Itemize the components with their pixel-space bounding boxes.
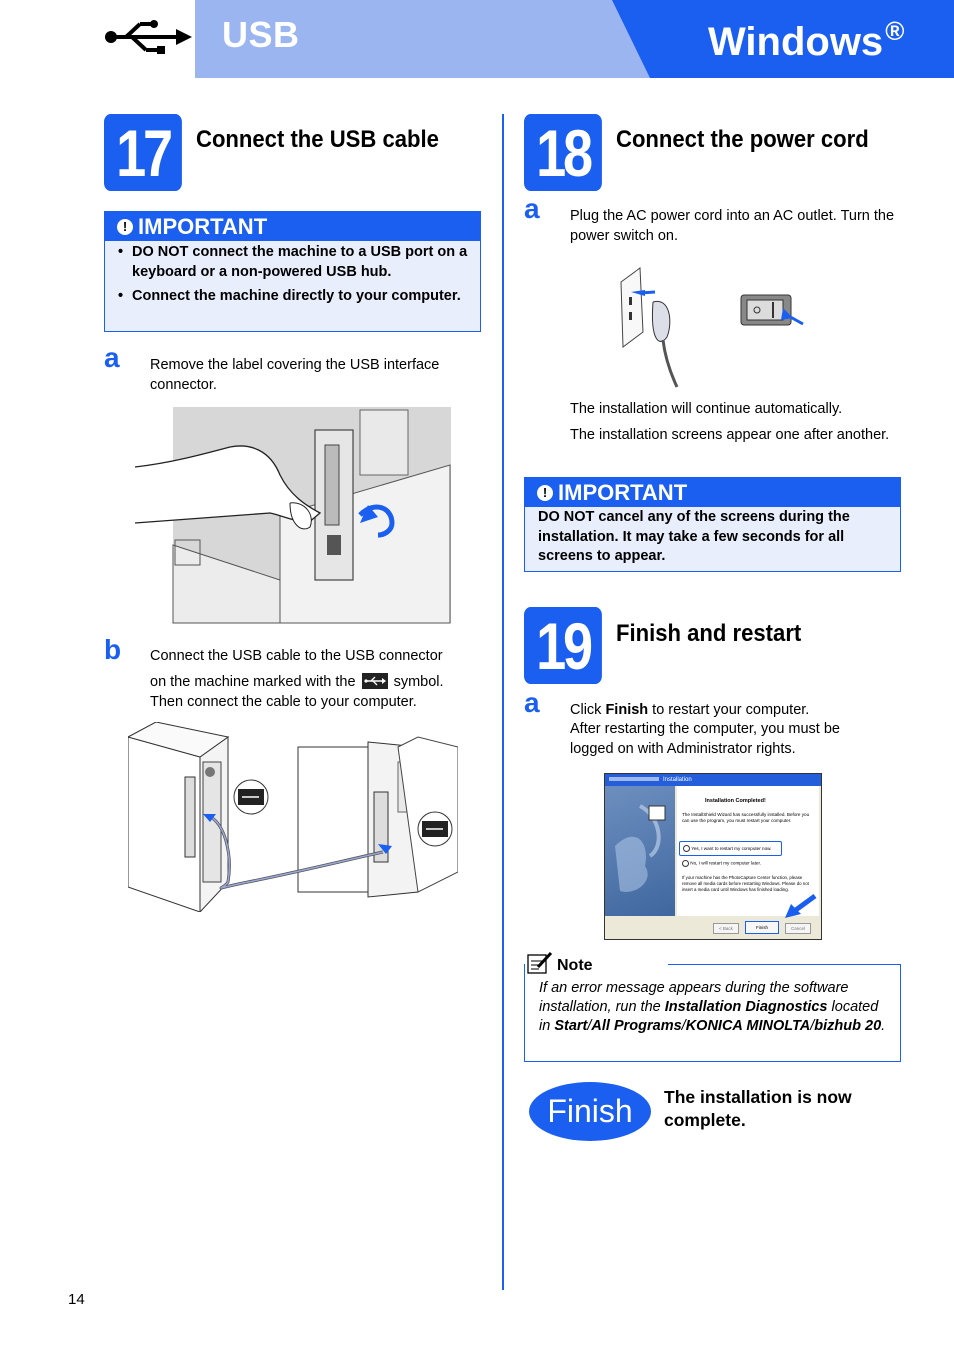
dialog-titlebar: Installation xyxy=(605,774,821,786)
step-18-badge: 18 xyxy=(524,114,602,191)
step-18a-after-text-2: The installation screens appear one afte… xyxy=(570,427,890,443)
step-18a-after-text-1: The installation will continue automatic… xyxy=(570,401,843,417)
restart-now-option[interactable]: Yes, I want to restart my computer now. xyxy=(679,841,782,856)
sub-step-18a: a xyxy=(524,193,540,224)
printer-label-removal-illustration xyxy=(130,405,452,625)
cancel-button[interactable]: Cancel xyxy=(785,923,811,934)
note-label: Note xyxy=(557,957,593,974)
installation-complete-dialog: Installation Installation Completed! The… xyxy=(604,773,822,940)
usb-symbol-icon xyxy=(361,673,388,689)
dialog-footer-text: If your machine has the PhotoCapture Cen… xyxy=(682,875,809,892)
step-17b-text-3: Then connect the cable to your computer. xyxy=(150,694,417,710)
important-box-usb: ! IMPORTANT •DO NOT connect the machine … xyxy=(104,211,481,332)
step-19a-text-2: After restarting the computer, you must … xyxy=(570,721,840,757)
step-17b-text-1: Connect the USB cable to the USB connect… xyxy=(150,648,443,664)
note-text: If an error message appears during the s… xyxy=(539,980,886,1034)
finish-text: The installation is now complete. xyxy=(664,1087,852,1130)
sub-step-19a: a xyxy=(524,687,540,718)
back-button[interactable]: < Back xyxy=(713,923,739,934)
important-text: DO NOT cancel any of the screens during … xyxy=(538,509,850,564)
usb-header-band xyxy=(195,0,655,78)
sub-step-17b: b xyxy=(104,634,122,665)
exclamation-icon: ! xyxy=(117,218,133,235)
dialog-side-graphic xyxy=(605,786,675,916)
note-top-line xyxy=(668,964,900,965)
important-box-power: ! IMPORTANT DO NOT cancel any of the scr… xyxy=(524,477,901,572)
restart-later-option[interactable]: No, I will restart my computer later. xyxy=(682,860,761,867)
important-label: IMPORTANT xyxy=(558,479,688,505)
dialog-heading: Installation Completed! xyxy=(705,798,766,804)
step-17-badge: 17 xyxy=(104,114,182,191)
step-19-badge: 19 xyxy=(524,607,602,684)
arrow-pointer-icon xyxy=(783,893,817,920)
exclamation-icon: ! xyxy=(537,484,553,501)
important-label: IMPORTANT xyxy=(138,213,268,239)
dialog-body: The InstallShield Wizard has successfull… xyxy=(682,812,810,823)
column-divider xyxy=(502,114,504,1290)
windows-title: Windows® xyxy=(708,16,905,64)
usb-title: USB xyxy=(222,14,300,55)
important-header: ! IMPORTANT xyxy=(105,212,480,241)
important-header: ! IMPORTANT xyxy=(525,478,900,507)
sub-step-17a: a xyxy=(104,342,120,373)
step-19a-text: Click Finish to restart your computer. xyxy=(570,702,810,718)
important-bullet: •Connect the machine directly to your co… xyxy=(118,288,461,304)
step-18-title: Connect the power cord xyxy=(616,126,869,153)
note-box xyxy=(524,964,901,1062)
step-17-title: Connect the USB cable xyxy=(196,126,439,153)
usb-cable-connection-illustration xyxy=(126,721,459,914)
note-icon xyxy=(526,951,554,975)
step-19-title: Finish and restart xyxy=(616,620,802,647)
page-number: 14 xyxy=(68,1291,85,1308)
step-17b-text-2: on the machine marked with the symbol. xyxy=(150,673,444,690)
power-cord-illustration xyxy=(615,262,815,392)
finish-badge: Finish xyxy=(529,1082,651,1141)
windows-header-band xyxy=(612,0,954,78)
important-bullet: •DO NOT connect the machine to a USB por… xyxy=(118,244,468,280)
step-18a-text: Plug the AC power cord into an AC outlet… xyxy=(570,208,895,244)
step-17a-text: Remove the label covering the USB interf… xyxy=(150,357,440,393)
finish-dialog-button[interactable]: Finish xyxy=(745,921,779,934)
usb-logo-icon xyxy=(102,18,194,56)
